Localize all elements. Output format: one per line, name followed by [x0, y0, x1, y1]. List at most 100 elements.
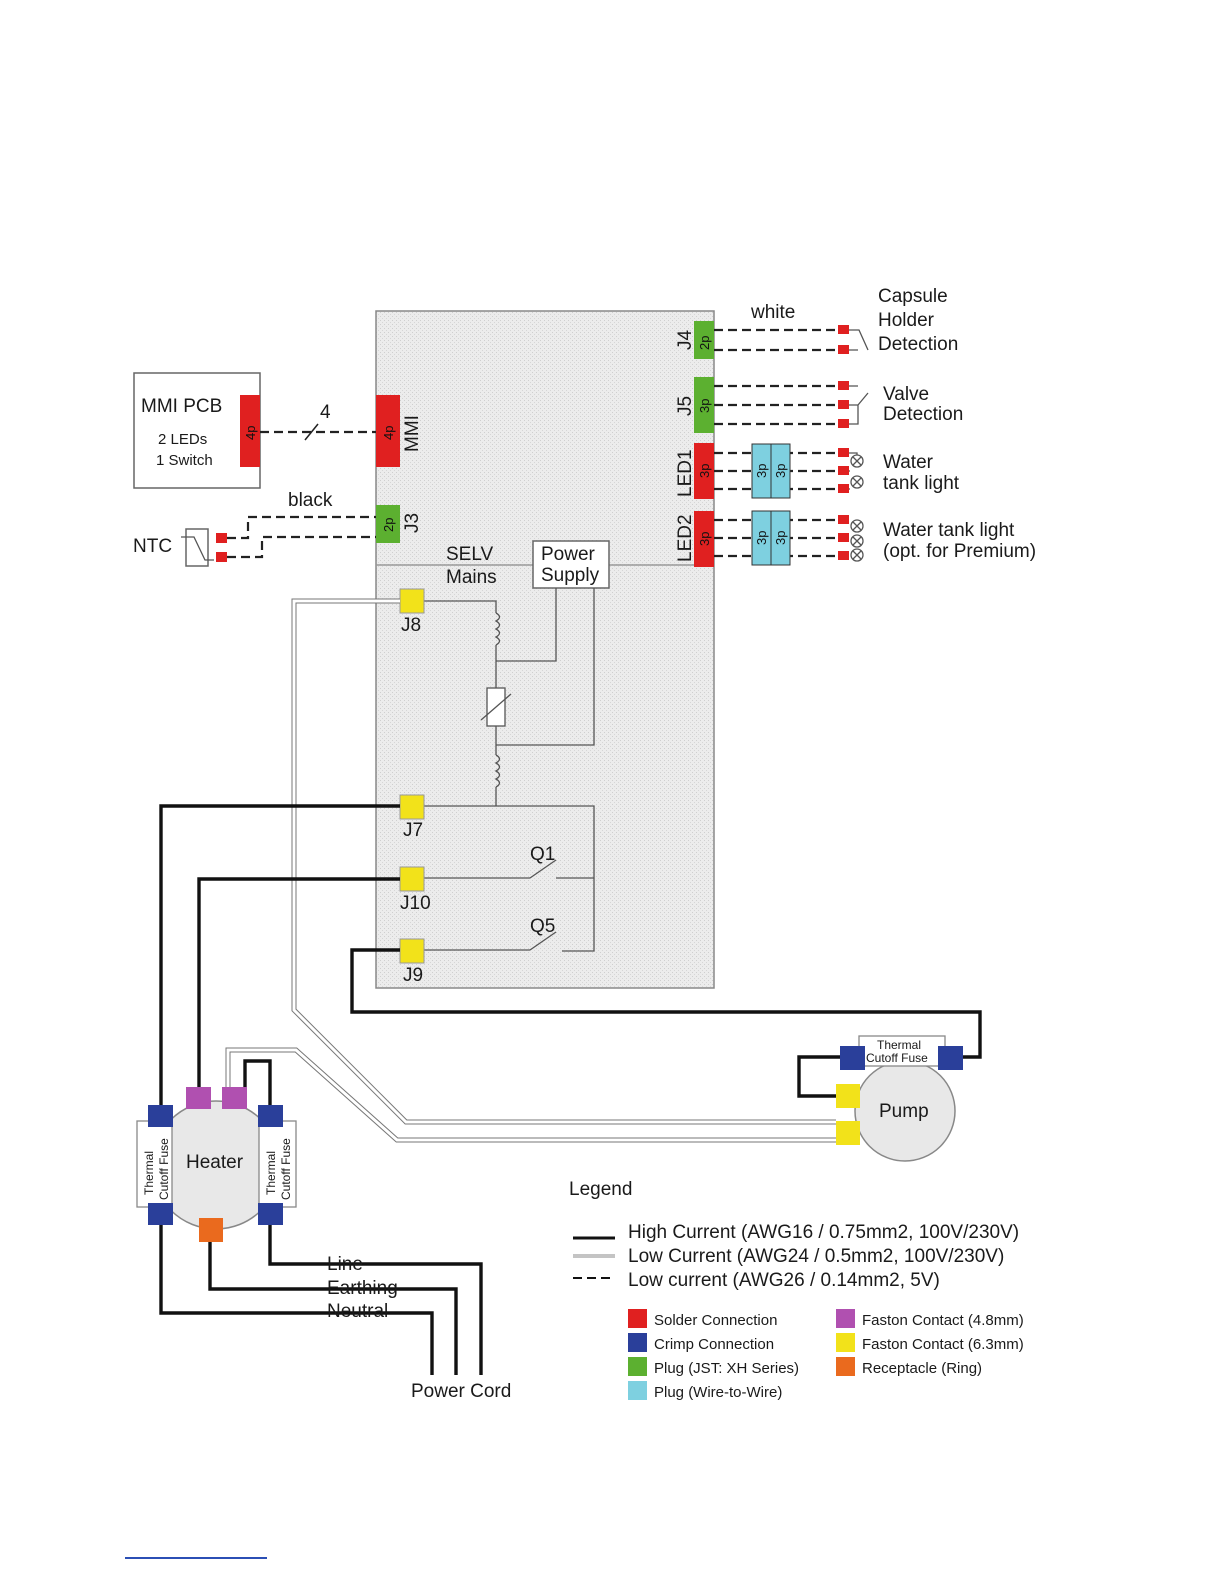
j5-label: J5: [675, 396, 696, 416]
pump-faston-2: [836, 1121, 860, 1145]
low-current-wires: [225, 598, 836, 1143]
q5-label: Q5: [530, 916, 555, 937]
led2-lamps: [850, 519, 864, 562]
legend: Legend High Current (AWG16 / 0.75mm2, 10…: [569, 1179, 1024, 1401]
svg-text:Thermal: Thermal: [142, 1151, 156, 1195]
capsule-label-2: Holder: [878, 310, 935, 331]
j4-connector: [694, 321, 714, 359]
mmi-label: MMI: [402, 415, 423, 452]
black-label: black: [288, 490, 333, 511]
j7-label: J7: [403, 820, 423, 841]
main-pcb: [375, 310, 715, 989]
ntc-sensor: [185, 528, 209, 567]
svg-text:Cutoff Fuse: Cutoff Fuse: [279, 1138, 293, 1200]
ntc-cable-2: [227, 535, 376, 559]
j3-connector: [376, 505, 400, 543]
power-supply-label-1: Power: [541, 544, 596, 565]
capsule-label-3: Detection: [878, 334, 958, 355]
led1-label: LED1: [675, 449, 696, 497]
j8-label: J8: [401, 615, 421, 636]
water-premium-label-2: (opt. for Premium): [883, 541, 1036, 562]
neutral-label: Neutral: [327, 1301, 388, 1322]
heater-label: Heater: [186, 1152, 244, 1173]
pump-label: Pump: [879, 1101, 929, 1122]
q1-label: Q1: [530, 844, 555, 865]
valve-label-1: Valve: [883, 384, 929, 405]
heater-crimp-tl: [148, 1105, 173, 1127]
svg-text:3p: 3p: [754, 531, 769, 545]
j5-connector: [694, 377, 714, 433]
capsule-label-1: Capsule: [878, 286, 948, 307]
selv-label: SELV: [446, 544, 494, 565]
j7-connector: [399, 794, 425, 820]
mmi-pcb-pins: 4p: [243, 426, 258, 440]
svg-text:Cutoff Fuse: Cutoff Fuse: [157, 1138, 171, 1200]
svg-text:3p: 3p: [773, 464, 788, 478]
led1-w2w-plug-b: [770, 443, 791, 499]
led2-pins: 3p: [697, 532, 712, 546]
legend-title: Legend: [569, 1179, 632, 1200]
legend-solder: Solder Connection: [654, 1312, 777, 1329]
pump-crimp-right: [938, 1046, 963, 1070]
legend-faston-63: Faston Contact (6.3mm): [862, 1336, 1024, 1353]
ntc-pin-1: [216, 533, 227, 543]
high-current-wires: [159, 804, 982, 1375]
ntc-pin-2: [216, 552, 227, 562]
j4-pins: 2p: [697, 336, 712, 350]
ntc-label: NTC: [133, 536, 172, 557]
mmi-pcb-connector: [240, 395, 260, 467]
water-label-2: tank light: [883, 473, 960, 494]
legend-w2w: Plug (Wire-to-Wire): [654, 1384, 782, 1401]
water-label-1: Water: [883, 452, 934, 473]
j9-connector: [399, 938, 425, 964]
svg-text:Thermal: Thermal: [264, 1151, 278, 1195]
svg-text:3p: 3p: [754, 464, 769, 478]
power-supply-box: [532, 540, 610, 589]
j10-label: J10: [400, 893, 431, 914]
pump-faston-1: [836, 1084, 860, 1108]
heater-faston-1: [186, 1087, 211, 1109]
valve-label-2: Detection: [883, 404, 963, 425]
white-label: white: [750, 302, 795, 323]
power-cord-label: Power Cord: [411, 1381, 511, 1402]
legend-crimp: Crimp Connection: [654, 1336, 774, 1353]
heater-crimp-tr: [258, 1105, 283, 1127]
water-premium-label-1: Water tank light: [883, 520, 1015, 541]
footnote-separator: [125, 1557, 267, 1559]
mmi-cable-count: 4: [320, 402, 331, 423]
heater-crimp-br: [258, 1203, 283, 1225]
led1-connector: [694, 443, 714, 499]
heater-faston-2: [222, 1087, 247, 1109]
legend-ring: Receptacle (Ring): [862, 1360, 982, 1377]
legend-wire-high: High Current (AWG16 / 0.75mm2, 100V/230V…: [628, 1222, 1019, 1243]
heater-crimp-bl: [148, 1203, 173, 1225]
power-supply-label-2: Supply: [541, 565, 600, 586]
mains-circuit: [424, 588, 595, 952]
led2-w2w-plug-b: [770, 510, 791, 566]
svg-text:Cutoff Fuse: Cutoff Fuse: [866, 1051, 928, 1065]
earthing-label: Earthing: [327, 1278, 398, 1299]
mmi-pcb-leds: 2 LEDs: [158, 431, 207, 448]
led1-pins: 3p: [697, 464, 712, 478]
svg-text:Thermal: Thermal: [877, 1038, 921, 1052]
mmi-pins: 4p: [381, 426, 396, 440]
led2-label: LED2: [675, 514, 696, 562]
legend-wire-low: Low Current (AWG24 / 0.5mm2, 100V/230V): [628, 1246, 1004, 1267]
legend-faston-48: Faston Contact (4.8mm): [862, 1312, 1024, 1329]
mmi-pcb-switch: 1 Switch: [156, 452, 213, 469]
led2-connector: [694, 511, 714, 567]
heater-ring: [199, 1218, 223, 1242]
j9-label: J9: [403, 965, 423, 986]
legend-jst: Plug (JST: XH Series): [654, 1360, 799, 1377]
j8-connector: [399, 588, 425, 614]
pump-crimp-left: [840, 1046, 865, 1070]
line-label: Line: [327, 1254, 363, 1275]
j5-pins: 3p: [697, 399, 712, 413]
j3-pins: 2p: [381, 518, 396, 532]
j4-label: J4: [675, 330, 696, 351]
mmi-connector: [376, 395, 400, 467]
j10-connector: [399, 866, 425, 892]
j3-label: J3: [402, 513, 423, 533]
mmi-pcb-title: MMI PCB: [141, 396, 222, 417]
